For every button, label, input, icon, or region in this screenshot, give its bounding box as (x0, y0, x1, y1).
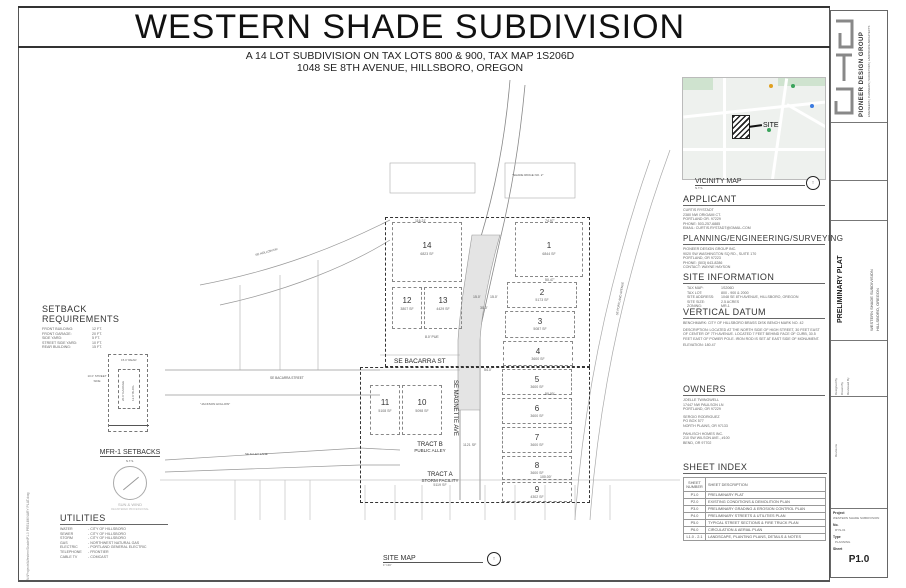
subtitle-lots: A 14 LOT SUBDIVISION ON TAX LOTS 800 & 9… (245, 50, 575, 62)
street-se-bacarra-existing: SE BACARRA STREET (270, 376, 304, 380)
file-path-note: N:\Projects\WesternShade\P1.0 PRELIMINAR… (26, 492, 30, 580)
site-label: SITE (763, 122, 779, 129)
title-underline (18, 46, 830, 48)
setback-row: SIDE YARD:5 FT. (42, 336, 100, 341)
planning-section: PLANNING/ENGINEERING/SURVEYING PIONEER D… (683, 234, 844, 270)
utility-row: WATER- CITY OF HILLSBORO (60, 527, 126, 531)
setback-title: SETBACK REQUIREMENTS (42, 304, 120, 324)
utility-row: GAS- NORTHWEST NATURAL GAS (60, 540, 140, 545)
setback-diagram-lot: 15.0' REAR 20.0' GARAGE 12.0' BLDG. (108, 354, 149, 432)
project-name-vertical: WESTERN SHADE SUBDIVISION (869, 269, 874, 331)
jackson-hollow-note: "JACKSON HOLLOW" (200, 402, 231, 406)
site-map-caption: SITE MAP 1"=40' (383, 555, 483, 568)
tract-a[interactable]: TRACT A STORM FACILITY 5119 SF (421, 472, 459, 487)
setback-row: FRONT GARAGE:20 FT. (42, 331, 102, 336)
subdivision-boundary-north (385, 217, 590, 367)
utilities-title: UTILITIES (60, 513, 168, 525)
vicinity-map: SITE (682, 77, 826, 180)
sheet-title-cell: PRELIMINARY PLAT WESTERN SHADE SUBDIVISI… (831, 221, 887, 341)
applicant-section: APPLICANT CURTIS RYSTADT 2380 NW ORIGAMI… (683, 194, 825, 231)
blank-cell (831, 123, 887, 181)
setback-row: FRONT BUILDING:12 FT. (42, 327, 102, 331)
project-location-vertical: HILLSBORO, OREGON (875, 288, 880, 331)
revisions-cell: Revisions (831, 397, 887, 509)
utility-row: STORM- CITY OF HILLSBORO (60, 536, 126, 541)
design-info-cell: Designed By Drawn By Reviewed By (831, 341, 887, 397)
mfr-setbacks-caption: MFR-1 SETBACKS N.T.S. (99, 449, 161, 463)
street-se-magnette: SE MAGNETTE AVE (452, 380, 458, 436)
setback-section: SETBACK REQUIREMENTS FRONT BUILDING:12 F… (42, 304, 162, 350)
vertical-datum-section: VERTICAL DATUM BENCHMARK: CITY OF HILLSB… (683, 307, 825, 348)
plat-note: "SHADE RIDGE NO. 2" (512, 173, 544, 177)
site-hatch (732, 115, 750, 139)
sheet-title: PRELIMINARY PLAT (837, 255, 844, 323)
tract-b[interactable]: TRACT B PUBLIC ALLEY (414, 442, 446, 453)
utility-row: CABLE TV- COMCAST (60, 554, 109, 559)
utility-row: TELEPHONE- FRONTIER (60, 549, 109, 554)
setback-building-envelope (118, 369, 140, 409)
top-rule (18, 6, 830, 8)
utilities-section: UTILITIES WATER- CITY OF HILLSBORO SEWER… (60, 513, 168, 559)
stamp-label: SUN & WIND (118, 502, 142, 507)
site-information-section: SITE INFORMATION TAX MAP:1S206D TAX LOT:… (683, 272, 825, 309)
utility-row: ELECTRIC- PORTLAND GENERAL ELECTRIC (60, 545, 147, 550)
vicinity-north-arrow-icon: ↑ (806, 176, 820, 190)
owners-section: OWNERS JOELLE TWINGWELL 17447 NW PAULSON… (683, 384, 825, 445)
company-logo-cell: PIONEER DESIGN GROUP ENGINEERS | PLANNER… (831, 11, 887, 123)
stamp-sub: REGISTERED PROFESSIONAL (111, 508, 149, 511)
north-arrow-icon: ↑ (487, 552, 501, 566)
subdivision-boundary-south (360, 367, 590, 503)
street-se-alley: SE ALLEY LANE (245, 452, 268, 456)
utility-row: SEWER- CITY OF HILLSBORO (60, 531, 126, 536)
sheet-border (18, 6, 830, 582)
page-title: WESTERN SHADE SUBDIVISION (134, 8, 686, 46)
vicinity-caption: VICINITY MAP N.T.S. (695, 178, 805, 191)
sheet-number: P1.0 (848, 554, 870, 565)
pdg-logo-icon (834, 19, 854, 115)
tract-b-area: 1121 SF (463, 443, 477, 447)
subtitle-address: 1048 SE 8TH AVENUE, HILLSBORO, OREGON (296, 62, 524, 74)
project-cell: Project WESTERN SHADE SUBDIVISION No. RY… (831, 509, 887, 577)
setback-row: REAR BUILDING:15 FT. (42, 345, 102, 350)
professional-stamp (113, 466, 147, 500)
title-block: PIONEER DESIGN GROUP ENGINEERS | PLANNER… (830, 10, 888, 578)
setback-row: STREET SIDE YARD:10 FT. (42, 340, 102, 345)
blank-cell-2 (831, 181, 887, 221)
street-side-label: 10.0' STREET SIDE (87, 374, 107, 383)
street-se-bacarra: SE BACARRA ST (394, 358, 446, 365)
